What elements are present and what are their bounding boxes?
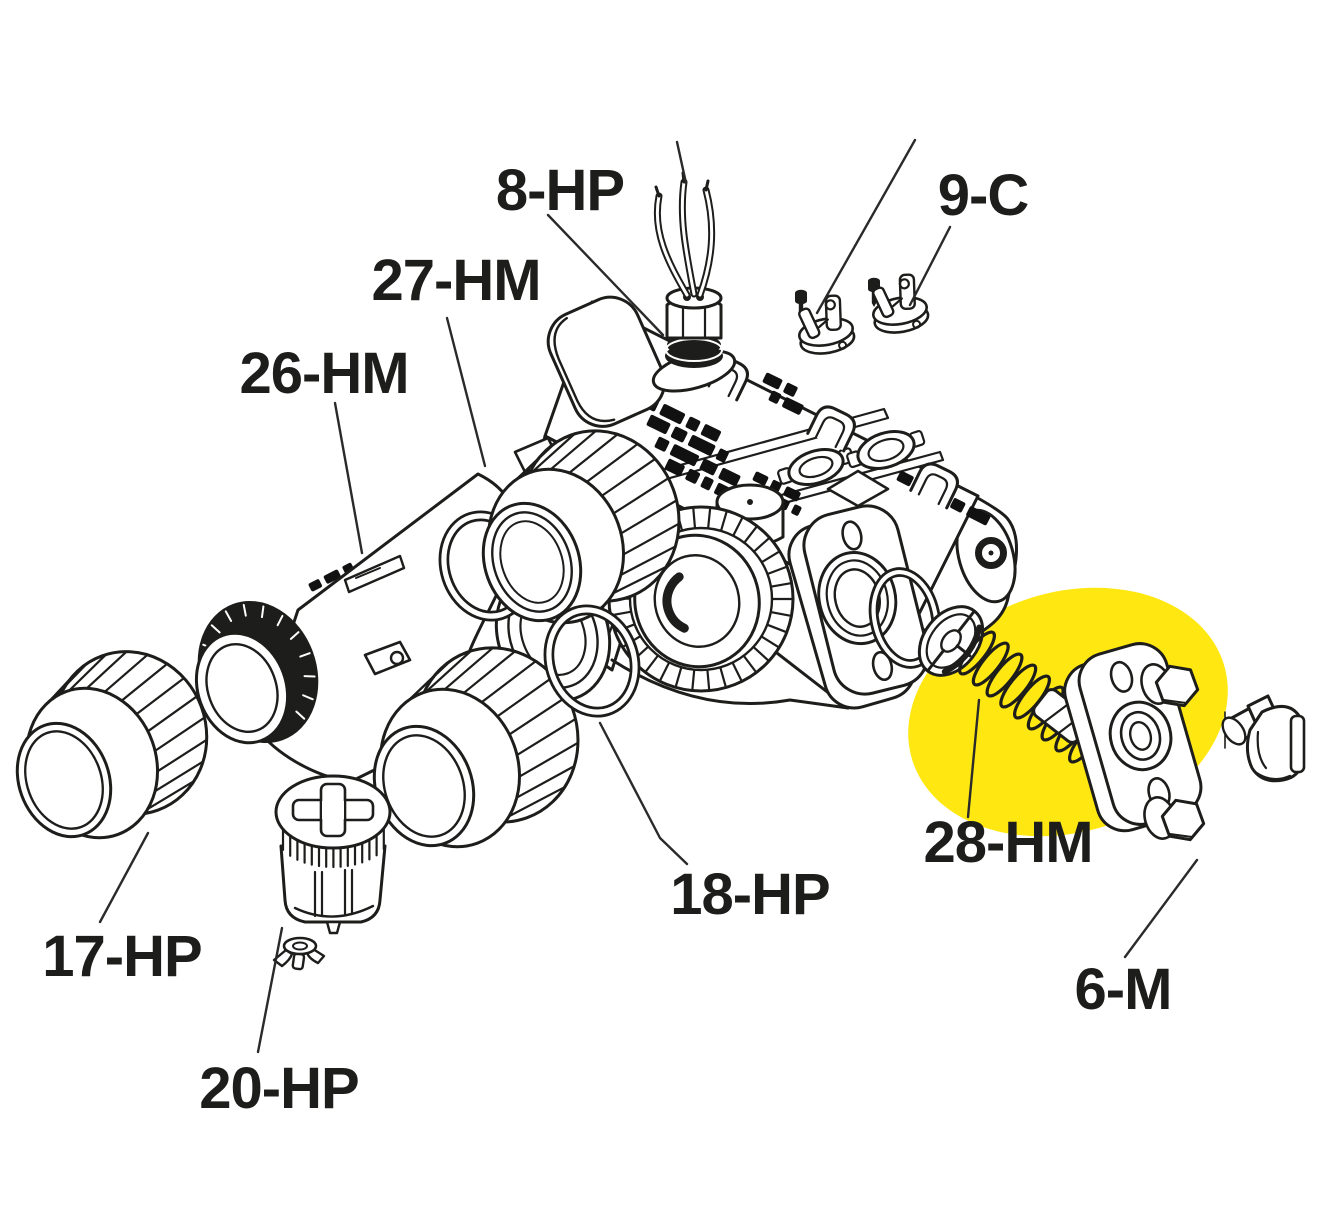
- part-cap-20-hp: [272, 774, 392, 971]
- part-label-26-hm: 26-HM: [239, 341, 409, 406]
- part-union-nut-lower: [363, 640, 580, 849]
- part-o-ring-flange: [868, 567, 942, 669]
- leader-6-m: [1123, 858, 1199, 959]
- part-label-28-hm: 28-HM: [923, 810, 1093, 875]
- leader-17-hp: [98, 831, 150, 924]
- part-label-20-hp: 20-HP: [199, 1056, 359, 1121]
- part-union-nut-27-hm: [481, 429, 681, 625]
- part-label-17-hp: 17-HP: [42, 924, 202, 989]
- part-label-8-hp: 8-HP: [495, 158, 625, 223]
- leader-9c-long: [815, 138, 917, 315]
- part-clamp-9c-1: [798, 294, 856, 355]
- leader-26-hm: [333, 401, 364, 555]
- part-union-nut-17-hp: [15, 650, 209, 840]
- leader-18-hp: [598, 721, 689, 866]
- leader-28-hm: [966, 698, 981, 819]
- leader-9c-short: [908, 225, 952, 307]
- leader-8-hp: [546, 213, 665, 337]
- leader-lines: [98, 138, 1199, 1054]
- part-clamp-9c-2: [872, 273, 930, 334]
- part-label-27-hm: 27-HM: [371, 248, 541, 313]
- leader-top-cut: [675, 140, 688, 185]
- part-bleed-valve: [272, 936, 326, 971]
- part-o-ring-b: [543, 604, 641, 718]
- leader-27-hm: [445, 316, 487, 468]
- part-label-9-c: 9-C: [937, 163, 1029, 228]
- part-bypass-assembly-28-hm: [917, 605, 1206, 842]
- part-label-6-m: 6-M: [1074, 957, 1173, 1022]
- part-label-18-hp: 18-HP: [670, 862, 830, 927]
- leader-20-hp: [256, 926, 284, 1054]
- part-elbow-6-m: [1221, 694, 1306, 783]
- part-solenoid-8-hp: [651, 171, 737, 393]
- solenoid-wires: [653, 171, 716, 299]
